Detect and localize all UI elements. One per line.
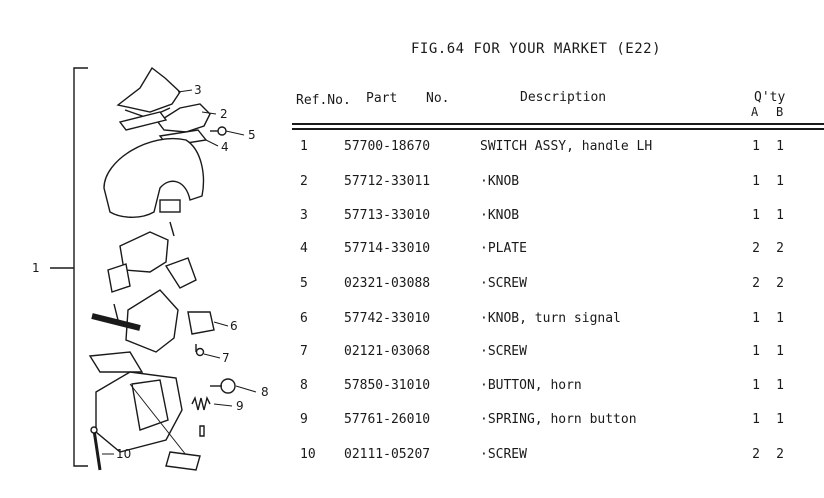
table-row: 3 57713-33010 ·KNOB 1 1 (0, 208, 824, 228)
qty-b: 2 (776, 241, 784, 256)
callout-label: 5 (248, 128, 256, 142)
table-row: 1 57700-18670 SWITCH ASSY, handle LH 1 1 (0, 139, 824, 159)
qty-a: 1 (752, 174, 760, 189)
description: SWITCH ASSY, handle LH (480, 139, 653, 154)
qty-a: 1 (752, 139, 760, 154)
callout-label: 2 (220, 107, 228, 121)
description: ·KNOB (480, 208, 520, 223)
header-qty-b: B (776, 105, 784, 119)
description: ·KNOB, turn signal (480, 311, 621, 326)
page-title: FIG.64 FOR YOUR MARKET (E22) (411, 41, 662, 57)
part-number: 02121-03068 (344, 344, 431, 359)
description: ·SCREW (480, 447, 527, 462)
header-rule-top (292, 123, 824, 125)
part-number: 57850-31010 (344, 378, 431, 393)
callout-label: 6 (230, 319, 238, 333)
table-row: 7 02121-03068 ·SCREW 1 1 (0, 344, 824, 364)
table-row: 8 57850-31010 ·BUTTON, horn 1 1 (0, 378, 824, 398)
qty-a: 1 (752, 412, 760, 427)
qty-b: 1 (776, 344, 784, 359)
ref-number: 9 (300, 412, 308, 427)
callout-label: 3 (194, 83, 202, 97)
description: ·PLATE (480, 241, 527, 256)
header-qty-a: A (751, 105, 759, 119)
callout-label: 10 (116, 447, 131, 461)
part-number: 57714-33010 (344, 241, 431, 256)
qty-a: 2 (752, 276, 760, 291)
ref-number: 7 (300, 344, 308, 359)
ref-number: 4 (300, 241, 308, 256)
qty-b: 1 (776, 139, 784, 154)
qty-a: 1 (752, 344, 760, 359)
qty-a: 1 (752, 208, 760, 223)
header-ref: Ref.No. (296, 93, 351, 108)
callout-label: 8 (261, 385, 269, 399)
qty-a: 2 (752, 241, 760, 256)
header-description: Description (520, 90, 607, 105)
part-number: 57700-18670 (344, 139, 431, 154)
ref-number: 6 (300, 311, 308, 326)
description: ·KNOB (480, 174, 520, 189)
table-row: 2 57712-33011 ·KNOB 1 1 (0, 174, 824, 194)
table-row: 10 02111-05207 ·SCREW 2 2 (0, 447, 824, 467)
part-number: 57742-33010 (344, 311, 431, 326)
table-row: 4 57714-33010 ·PLATE 2 2 (0, 241, 824, 261)
table-row: 6 57742-33010 ·KNOB, turn signal 1 1 (0, 311, 824, 331)
qty-a: 1 (752, 378, 760, 393)
table-row: 9 57761-26010 ·SPRING, horn button 1 1 (0, 412, 824, 432)
qty-b: 1 (776, 174, 784, 189)
table-row: 5 02321-03088 ·SCREW 2 2 (0, 276, 824, 296)
header-no: No. (426, 91, 450, 106)
qty-b: 2 (776, 276, 784, 291)
ref-number: 8 (300, 378, 308, 393)
part-number: 02111-05207 (344, 447, 431, 462)
part-number: 57761-26010 (344, 412, 431, 427)
qty-a: 1 (752, 311, 760, 326)
ref-number: 1 (300, 139, 308, 154)
callout-label: 4 (221, 140, 229, 154)
ref-number: 5 (300, 276, 308, 291)
header-qty: Q'ty (754, 90, 786, 105)
callout-label: 1 (32, 261, 40, 275)
header-rule-bottom (292, 128, 824, 130)
qty-b: 1 (776, 412, 784, 427)
part-number: 57713-33010 (344, 208, 431, 223)
description: ·SPRING, horn button (480, 412, 637, 427)
part-number: 57712-33011 (344, 174, 431, 189)
description: ·BUTTON, horn (480, 378, 582, 393)
part-number: 02321-03088 (344, 276, 431, 291)
callout-label: 7 (222, 351, 230, 365)
ref-number: 2 (300, 174, 308, 189)
callout-label: 9 (236, 399, 244, 413)
qty-b: 1 (776, 378, 784, 393)
qty-b: 1 (776, 208, 784, 223)
ref-number: 3 (300, 208, 308, 223)
description: ·SCREW (480, 276, 527, 291)
ref-number: 10 (300, 447, 316, 462)
qty-b: 2 (776, 447, 784, 462)
header-part: Part (366, 91, 398, 106)
exploded-parts-diagram: 1 2 3 4 5 6 7 8 9 10 (32, 66, 269, 471)
qty-a: 2 (752, 447, 760, 462)
description: ·SCREW (480, 344, 527, 359)
qty-b: 1 (776, 311, 784, 326)
